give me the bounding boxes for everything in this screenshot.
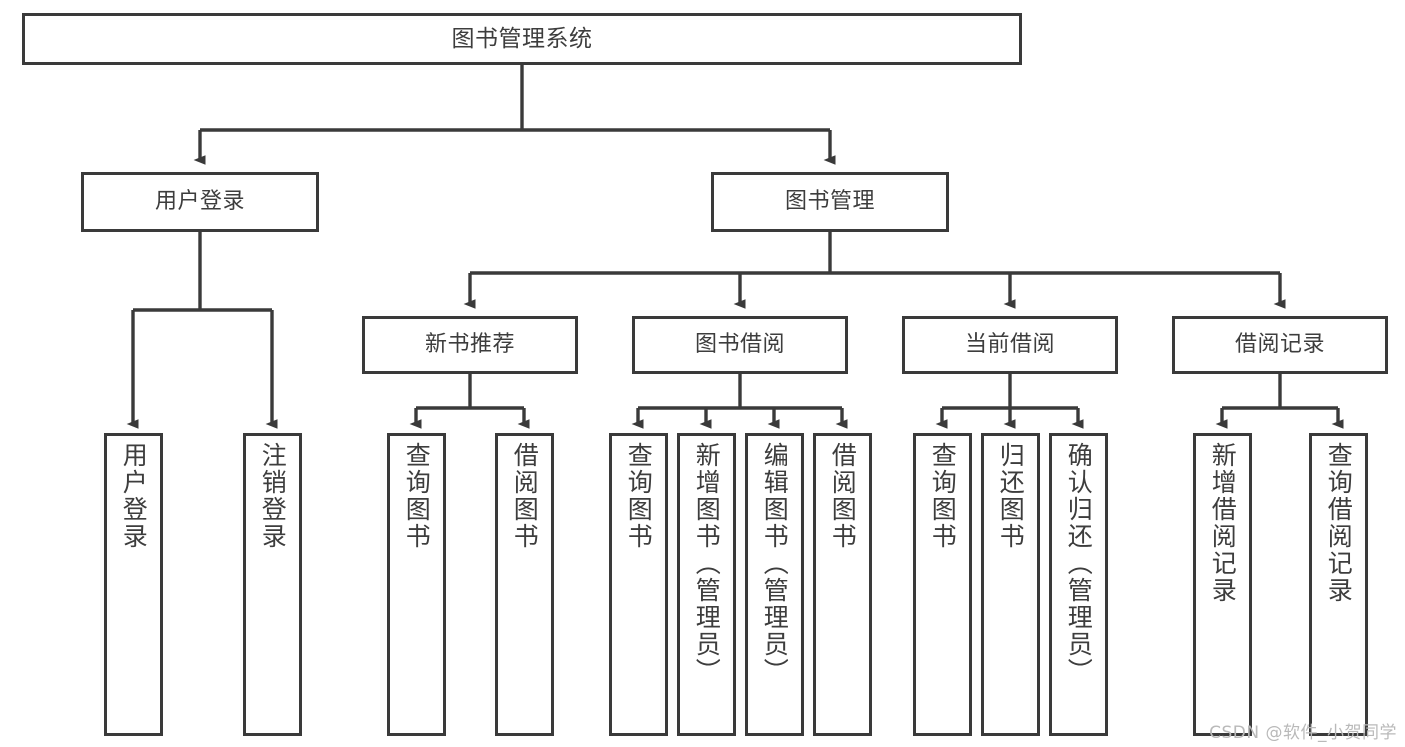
node-book-borrow[interactable]: 图书借阅 (632, 316, 848, 374)
node-label: 新增借阅记录 (1208, 442, 1238, 604)
node-book-manage[interactable]: 图书管理 (711, 172, 949, 232)
node-leaf-borrow-book-1[interactable]: 借阅图书 (495, 433, 554, 736)
watermark: CSDN @软件_小贺同学 (1209, 723, 1397, 743)
node-leaf-confirm-return[interactable]: 确认归还（管理员） (1049, 433, 1108, 736)
node-label: 用户登录 (119, 442, 149, 550)
node-leaf-add-book[interactable]: 新增图书（管理员） (677, 433, 736, 736)
node-label: 借阅图书 (510, 442, 540, 550)
node-label: 借阅记录 (1234, 332, 1325, 358)
node-current-borrow[interactable]: 当前借阅 (902, 316, 1118, 374)
node-leaf-borrow-book-2[interactable]: 借阅图书 (813, 433, 872, 736)
node-label: 新书推荐 (424, 332, 515, 358)
node-leaf-query-book-2[interactable]: 查询图书 (609, 433, 668, 736)
node-label: 当前借阅 (964, 332, 1055, 358)
node-label: 图书借阅 (694, 332, 785, 358)
node-new-book-recommend[interactable]: 新书推荐 (362, 316, 578, 374)
node-label: 确认归还（管理员） (1064, 442, 1094, 685)
node-label: 新增图书（管理员） (692, 442, 722, 685)
node-leaf-edit-book[interactable]: 编辑图书（管理员） (745, 433, 804, 736)
node-root[interactable]: 图书管理系统 (22, 13, 1022, 65)
node-label: 图书管理 (784, 189, 875, 215)
node-label: 借阅图书 (828, 442, 858, 550)
node-leaf-query-book-3[interactable]: 查询图书 (913, 433, 972, 736)
node-leaf-logout-login[interactable]: 注销登录 (243, 433, 302, 736)
node-label: 查询图书 (402, 442, 432, 550)
node-label: 查询图书 (624, 442, 654, 550)
node-label: 查询图书 (928, 442, 958, 550)
node-label: 归还图书 (996, 442, 1026, 550)
node-label: 图书管理系统 (451, 25, 593, 52)
node-label: 注销登录 (258, 442, 288, 550)
node-label: 查询借阅记录 (1324, 442, 1354, 604)
node-leaf-user-login[interactable]: 用户登录 (104, 433, 163, 736)
node-leaf-query-book-1[interactable]: 查询图书 (387, 433, 446, 736)
node-label: 编辑图书（管理员） (760, 442, 790, 685)
node-borrow-record[interactable]: 借阅记录 (1172, 316, 1388, 374)
node-user-login[interactable]: 用户登录 (81, 172, 319, 232)
node-label: 用户登录 (154, 189, 245, 215)
node-leaf-query-record[interactable]: 查询借阅记录 (1309, 433, 1368, 736)
node-leaf-add-record[interactable]: 新增借阅记录 (1193, 433, 1252, 736)
node-leaf-return-book[interactable]: 归还图书 (981, 433, 1040, 736)
